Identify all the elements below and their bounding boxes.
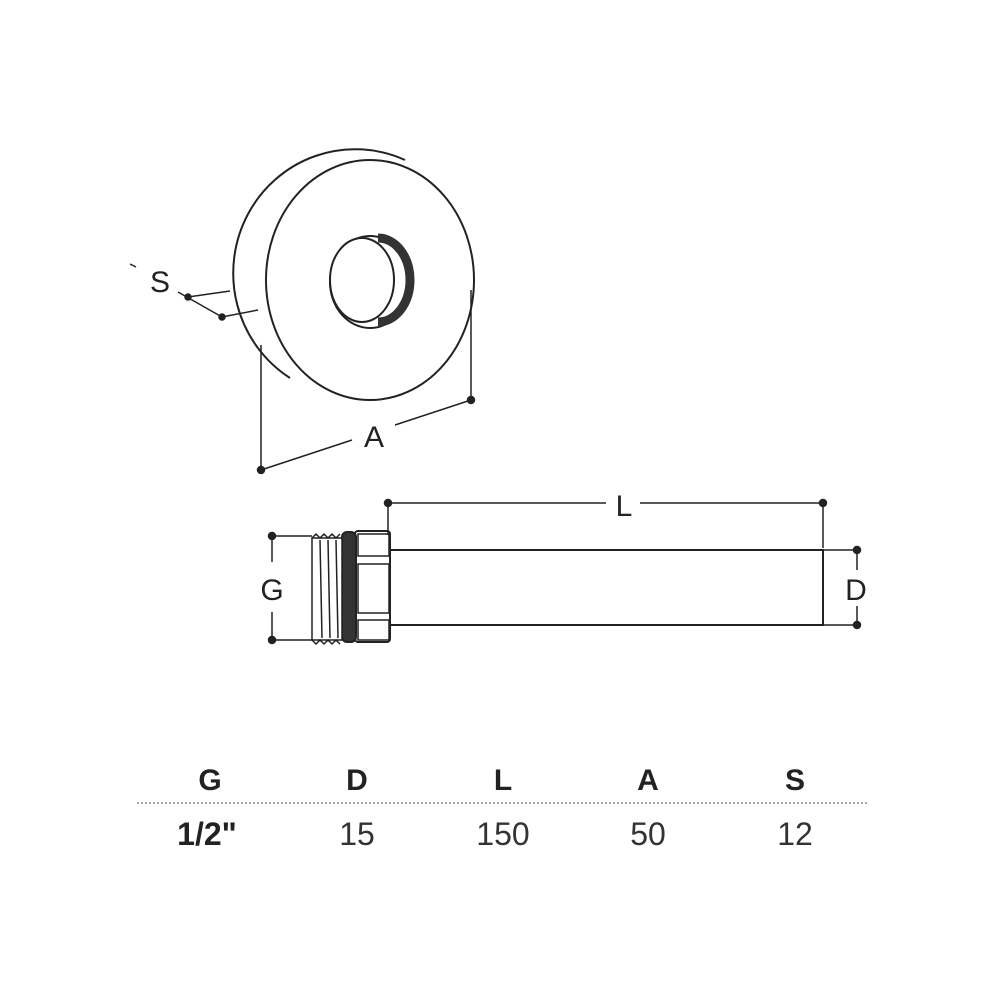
dimension-table: G D L A S 1/2" 15 150 50 12	[137, 764, 868, 852]
table-header-g: G	[198, 764, 221, 797]
table-header-s: S	[785, 764, 805, 797]
dimension-a	[256, 290, 476, 475]
rosette-view	[129, 148, 476, 475]
table-cell-l: 150	[476, 816, 529, 852]
label-d: D	[845, 574, 867, 607]
table-header-l: L	[494, 764, 512, 797]
table-header-d: D	[346, 764, 368, 797]
rosette-hole-thread	[377, 233, 415, 327]
table-cell-s: 12	[777, 816, 813, 852]
label-s: S	[150, 266, 170, 299]
table-header-a: A	[637, 764, 659, 797]
label-l: L	[616, 490, 633, 523]
label-g: G	[260, 574, 283, 607]
thread	[311, 532, 343, 646]
rosette-back-edge	[232, 148, 406, 379]
fitting-view	[267, 498, 862, 646]
table-cell-a: 50	[630, 816, 666, 852]
table-cell-d: 15	[339, 816, 375, 852]
dimension-d	[823, 545, 862, 630]
hex-nut	[354, 530, 391, 643]
label-a: A	[364, 421, 384, 454]
table-cell-g: 1/2"	[177, 816, 237, 852]
dimension-s	[129, 263, 259, 321]
o-ring	[341, 531, 357, 643]
dimension-l	[383, 498, 828, 548]
rosette-hole-inner	[329, 237, 395, 323]
dimension-g	[267, 531, 312, 645]
pipe-body	[389, 549, 824, 626]
